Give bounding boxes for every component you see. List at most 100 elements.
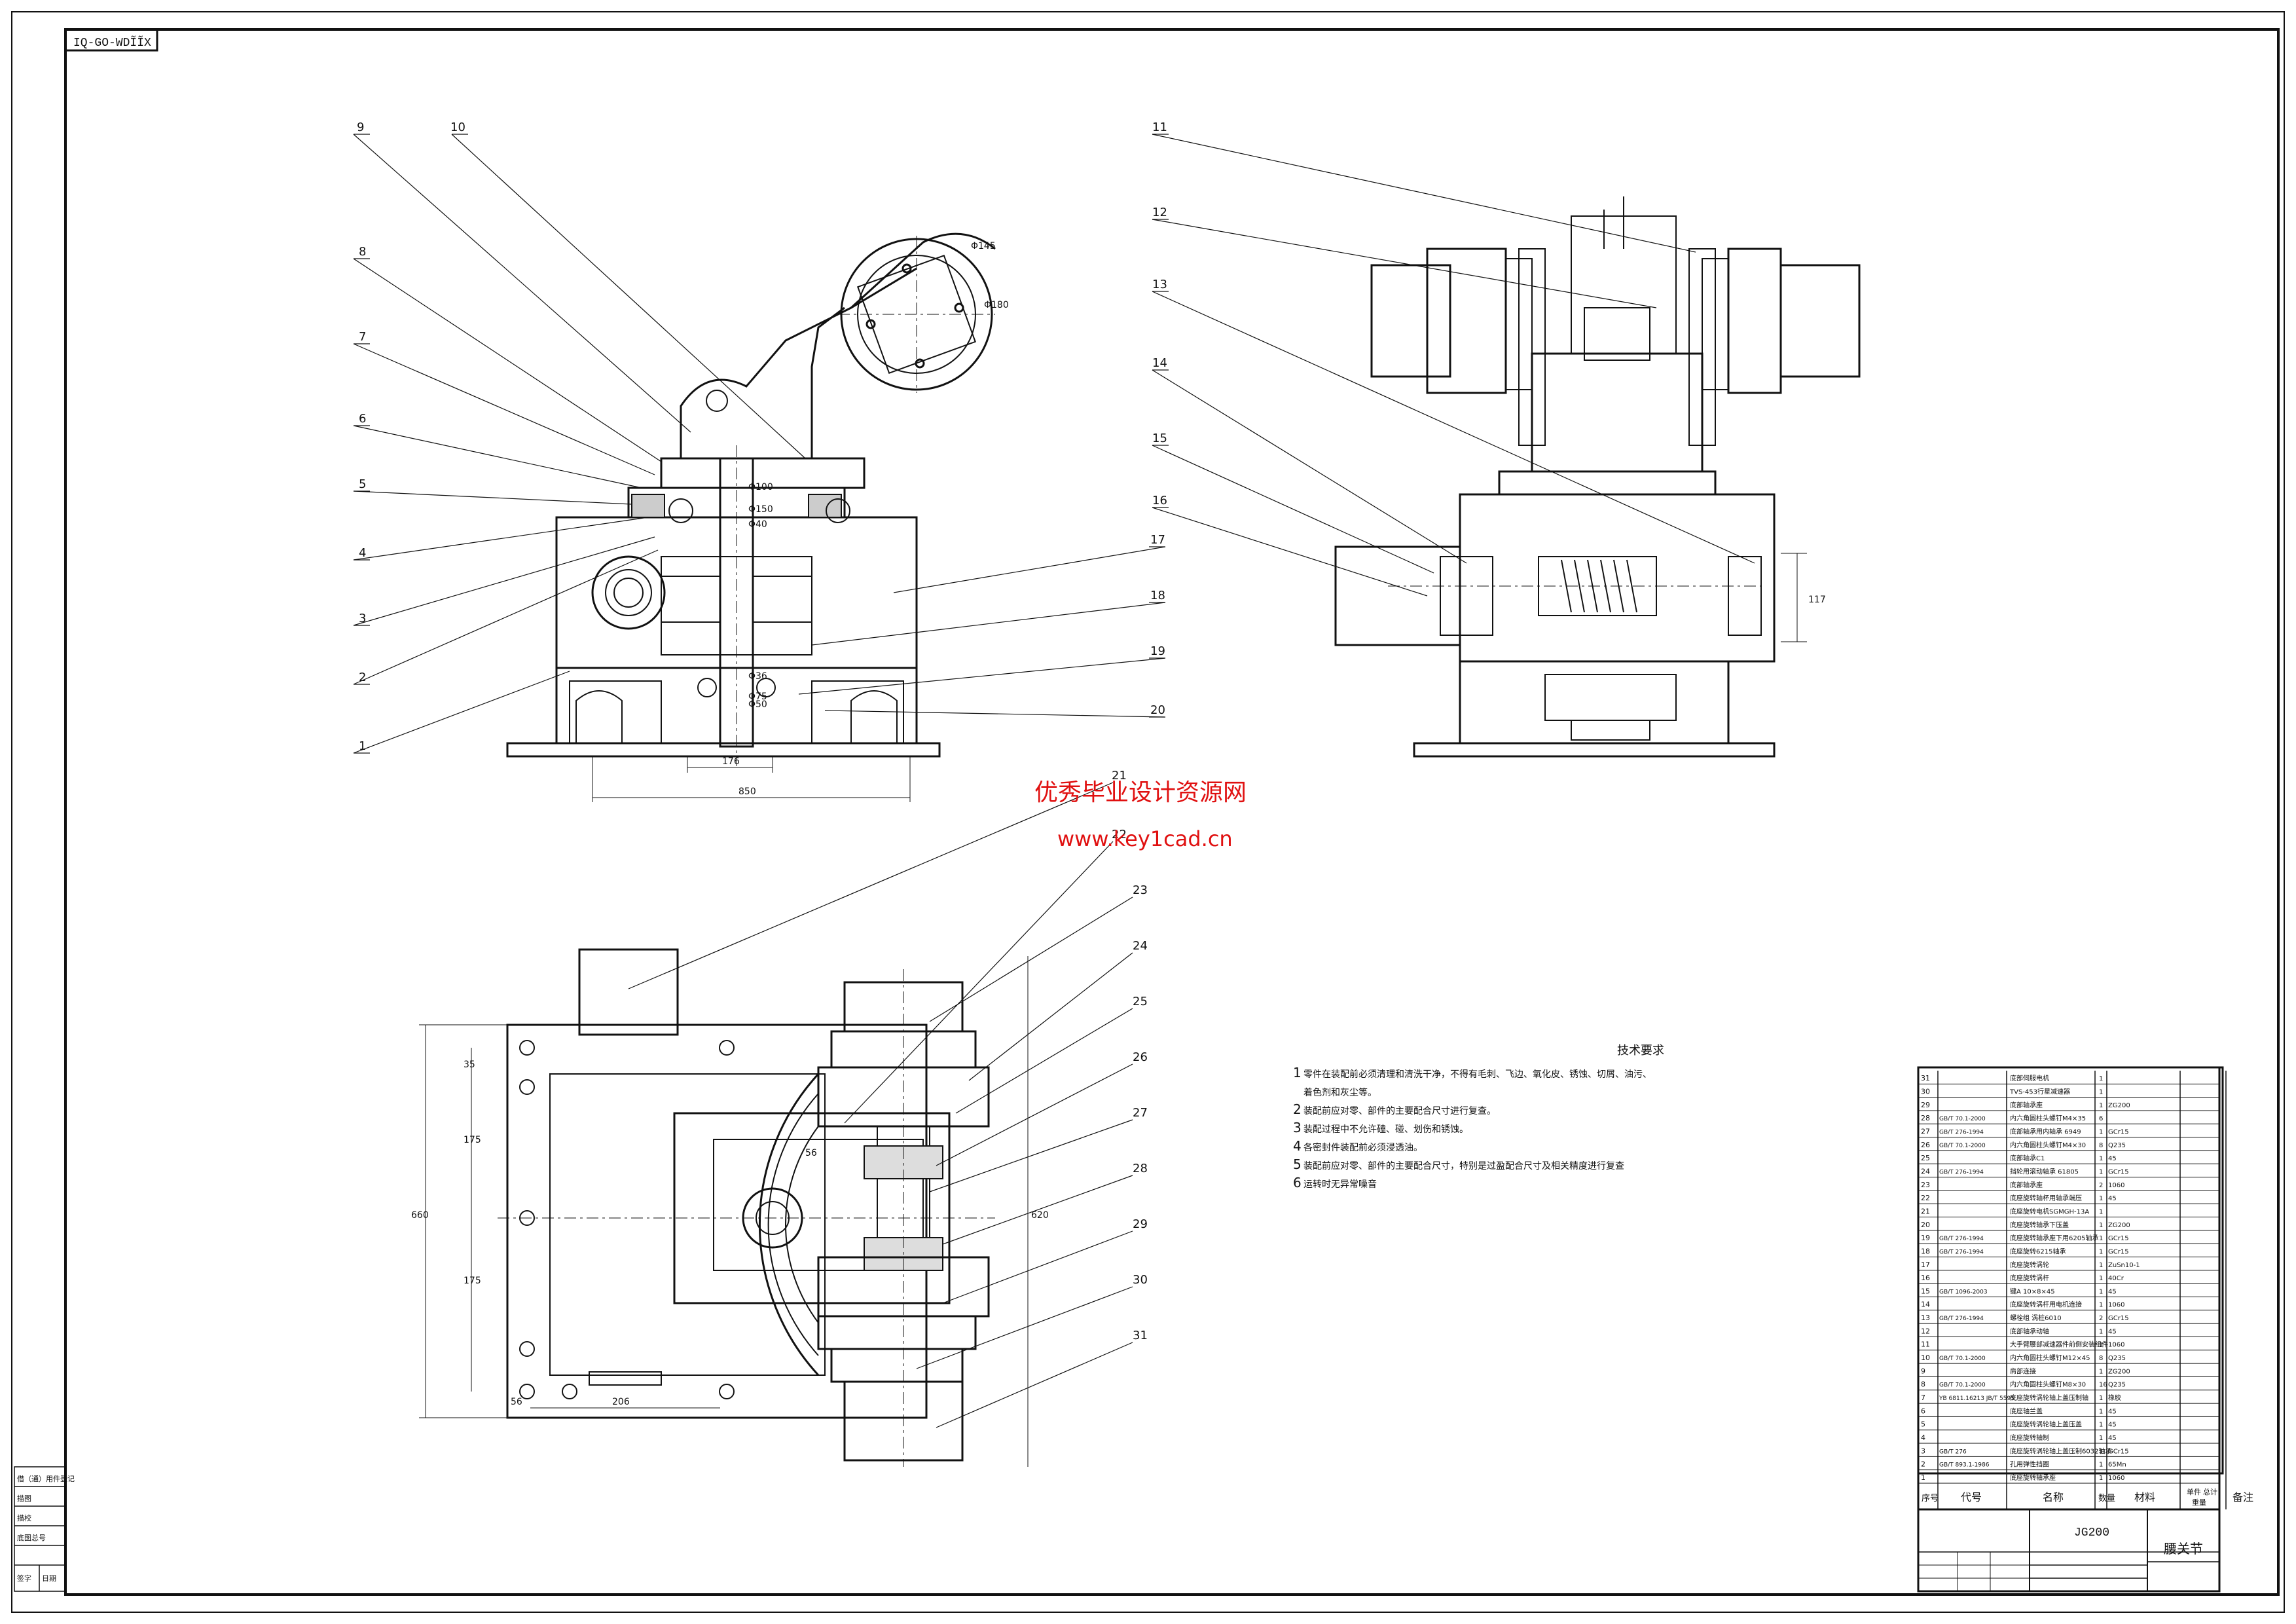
balloon-12: 12: [1152, 206, 1167, 219]
bom-cell: 19: [1921, 1234, 1930, 1242]
balloon-6: 6: [359, 412, 366, 426]
bom-cell: Q235: [2108, 1355, 2126, 1362]
outer-border: [11, 11, 2285, 1613]
drawing-code: JG200: [2074, 1526, 2109, 1540]
bom-cell: 20: [1921, 1221, 1930, 1229]
bom-cell: 内六角圆柱头螺钉M4×30: [2010, 1141, 2086, 1149]
bom-cell: 12: [1921, 1327, 1930, 1335]
balloon-23: 23: [1133, 883, 1148, 897]
bom-cell: GB/T 276-1994: [1939, 1130, 1984, 1136]
tech-req-text: 运转时无异常噪音: [1303, 1179, 1377, 1190]
bom-cell: 底部轴承用内轴承 6949: [2010, 1128, 2081, 1136]
balloon-18: 18: [1150, 589, 1165, 602]
bom-cell: GB/T 70.1-2000: [1939, 1143, 1986, 1149]
bom-cell: 2: [1921, 1460, 1925, 1469]
balloon-24: 24: [1133, 939, 1148, 953]
balloon-7: 7: [359, 330, 366, 344]
bom-cell: GB/T 276-1994: [1939, 1170, 1984, 1176]
bom-cell: 底部轴承C1: [2010, 1154, 2045, 1162]
front-view: [506, 232, 996, 802]
side-dim-1: 117: [1808, 595, 1826, 605]
balloon-19: 19: [1150, 644, 1165, 658]
bom-cell: GB/T 70.1-2000: [1939, 1116, 1986, 1122]
bom-cell: 26: [1921, 1141, 1930, 1149]
bom-cell: 45: [2108, 1408, 2117, 1415]
bom-cell: 底座旋转6215轴承: [2010, 1247, 2066, 1255]
bom-cell: 底座旋转轴承座: [2010, 1473, 2056, 1482]
bom-cell: 内六角圆柱头螺钉M4×35: [2010, 1114, 2086, 1122]
bom-cell: 底部轴承座: [2010, 1101, 2043, 1109]
bom-cell: ZG200: [2108, 1368, 2130, 1375]
bom-cell: 1: [2099, 1129, 2103, 1136]
balloon-4: 4: [359, 546, 366, 560]
front-dim-8: Φ50: [748, 699, 767, 710]
bom-cell: 底座旋转涡杆: [2010, 1274, 2049, 1282]
bom-h-qty: 数量: [2098, 1494, 2115, 1504]
bom-cell: 1: [2099, 1262, 2103, 1269]
bom-cell: 45: [2108, 1155, 2117, 1162]
bom-cell: GCr15: [2108, 1235, 2129, 1242]
balloon-17: 17: [1150, 533, 1165, 547]
bom-cell: 1: [2099, 1448, 2103, 1455]
bom-cell: 17: [1921, 1261, 1930, 1269]
bom-cell: 1: [2099, 1208, 2103, 1215]
bom-cell: 23: [1921, 1181, 1930, 1189]
bom-cell: 底部轴承座: [2010, 1181, 2043, 1189]
balloon-3: 3: [359, 612, 366, 625]
bom-cell: 挡轮用滚动轴承 61805: [2010, 1168, 2079, 1176]
balloon-21: 21: [1112, 769, 1127, 783]
bom-cell: 底座旋转涡杆用电机连接: [2010, 1301, 2082, 1309]
bom-cell: 螺栓组 涡桩6010: [2010, 1314, 2062, 1322]
side-balloons: 11 12 13 14 15 16: [1152, 120, 1167, 507]
bom-cell: 16: [1921, 1274, 1930, 1282]
bom-cell: 1: [2099, 1475, 2103, 1482]
top-dim-1: 35: [464, 1060, 475, 1070]
bom-h-seq: 序号: [1922, 1494, 1939, 1504]
front-base-plate: [506, 742, 941, 758]
bom-cell: 1: [2099, 1222, 2103, 1229]
bom-cell: 孔用弹性挡圈: [2010, 1460, 2049, 1469]
balloon-2: 2: [359, 671, 366, 684]
balloon-14: 14: [1152, 356, 1167, 370]
corner-code-box: [64, 28, 158, 52]
title-block: [1917, 1067, 2221, 1593]
bom-cell: 底座旋转涡轮轴上盖压制轴: [2010, 1393, 2088, 1402]
front-dim-10: 850: [738, 786, 756, 797]
top-leaders: [628, 782, 1133, 1428]
top-dim-6: 206: [612, 1397, 630, 1407]
top-dim-8: 56: [805, 1148, 817, 1158]
bom-cell: 2: [2099, 1315, 2103, 1322]
inner-border: [64, 28, 2280, 1596]
bom-cell: GB/T 1096-2003: [1939, 1289, 1988, 1295]
bom-cell: 1: [2099, 1248, 2103, 1255]
bom-cell: ZG200: [2108, 1102, 2130, 1109]
top-dim-5: 56: [511, 1397, 522, 1407]
bom-cell: GCr15: [2108, 1169, 2129, 1176]
balloon-13: 13: [1152, 278, 1167, 291]
tech-req-text: 零件在装配前必须清理和清洗干净，不得有毛刺、飞边、氧化皮、锈蚀、切屑、油污、: [1303, 1069, 1652, 1080]
bom-cell: 底座旋转轴承下压盖: [2010, 1221, 2069, 1229]
front-balloons: 9 10 8 7 6 5 4 3 2 1 17 18 19 20: [357, 120, 1165, 753]
tech-req-text: 装配过程中不允许磕、碰、划伤和锈蚀。: [1303, 1124, 1468, 1135]
watermark-url: www.key1cad.cn: [1057, 826, 1233, 851]
tech-req-num: 6: [1293, 1175, 1302, 1190]
bom-cell: 14: [1921, 1301, 1930, 1309]
tech-req-num: 5: [1293, 1156, 1302, 1172]
bom-cell: 肩部连接: [2010, 1367, 2036, 1375]
bom-cell: 键A 10×8×45: [2010, 1287, 2055, 1295]
bom-cell: 底座旋转轴承座下用6205轴承: [2010, 1234, 2098, 1242]
bom-h-material: 材料: [2134, 1491, 2155, 1504]
top-dim-2: 175: [464, 1135, 481, 1145]
bom-cell: 1: [2099, 1408, 2103, 1415]
top-dims: 35 175 175 660 56 206 620 56: [411, 1060, 1049, 1407]
bom-cell: 1: [2099, 1169, 2103, 1176]
bom-cell: 2: [2099, 1182, 2103, 1189]
bom-h-code: 代号: [1961, 1491, 1982, 1504]
bom-cell: 1: [2099, 1435, 2103, 1442]
front-dim-7: Φ75: [748, 692, 767, 702]
bom-cell: 1: [2099, 1102, 2103, 1109]
drawing-title: 腰关节: [2164, 1541, 2203, 1557]
bom-cell: 65Mn: [2108, 1462, 2126, 1469]
bom-cell: 底座旋转轴制: [2010, 1433, 2049, 1442]
